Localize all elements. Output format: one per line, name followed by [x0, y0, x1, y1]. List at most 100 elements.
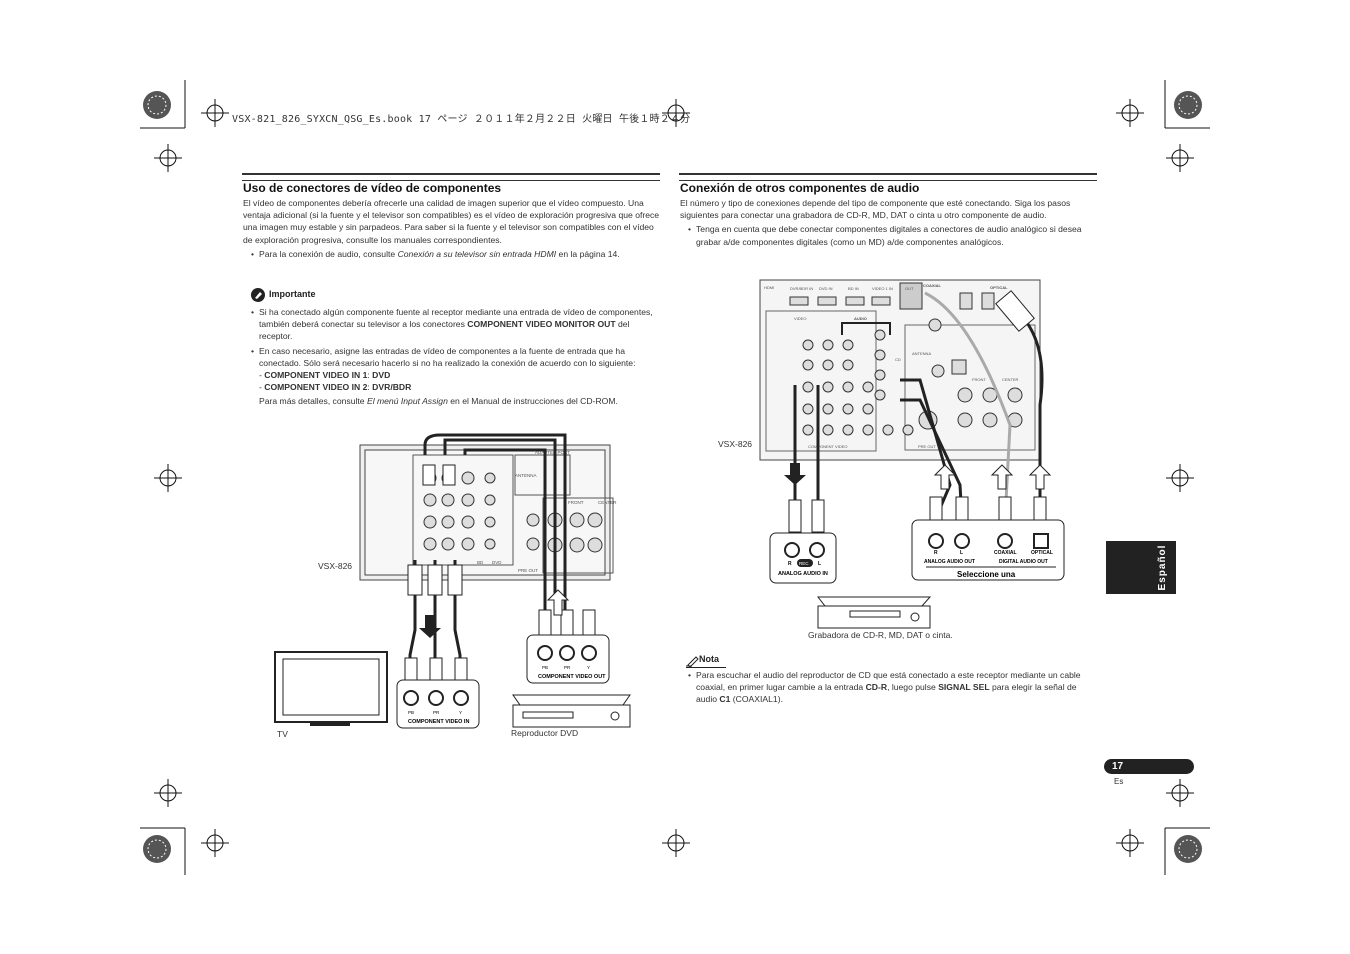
more-prefix: Para más detalles, consulte	[259, 396, 367, 407]
left-body: El vídeo de componentes debería ofrecerl…	[243, 197, 660, 260]
dvd-jack-title: COMPONENT VIDEO OUT	[538, 674, 606, 680]
analog-out-l: L	[960, 550, 963, 556]
dvd-player-illustration	[512, 694, 631, 728]
rec-badge: REC	[799, 561, 809, 566]
note-cd-r: CD-R	[865, 682, 888, 693]
audio-bullet: Para la conexión de audio, consulte Cone…	[243, 248, 660, 260]
in2-label: COMPONENT VIDEO IN 2	[264, 382, 368, 393]
analog-in-panel: R REC L ANALOG AUDIO IN	[769, 532, 837, 584]
tv-label: TV	[277, 729, 288, 739]
dvd-jack-panel: PB PR Y COMPONENT VIDEO OUT	[526, 634, 610, 684]
important-body: Si ha conectado algún componente fuente …	[243, 306, 660, 408]
note-item: Para escuchar el audio del reproductor d…	[680, 669, 1097, 706]
dvd-jack-pr: PR	[564, 665, 571, 670]
tv-jack-y: Y	[459, 710, 462, 715]
note-c1: C1	[719, 694, 731, 705]
in1-sep: :	[367, 370, 373, 381]
audio-bullet-suffix: en la página 14.	[556, 248, 620, 259]
analog-in-l: L	[818, 561, 821, 567]
antenna-label-right: ANTENNA	[912, 351, 931, 356]
page-number: 17	[1104, 759, 1194, 774]
section-rule-right	[679, 173, 1097, 181]
note-text-e: para elegir la señal de audio	[696, 682, 1077, 705]
analog-in-r: R	[788, 561, 792, 567]
component-video-diagram: ADAPTER PORT ANTENNA FRONT CENTER PRE OU…	[274, 433, 631, 729]
in1-value: DVD	[372, 370, 391, 381]
more-reference: El menú Input Assign	[366, 396, 448, 407]
hdmi-port-3: BD IN	[848, 286, 859, 291]
hdmi-port-2: DVD IN	[819, 286, 833, 291]
tv-illustration	[274, 651, 388, 726]
select-one-label: Seleccione una	[957, 570, 1016, 579]
note-icon	[686, 656, 699, 668]
language-code: Es	[1114, 777, 1124, 786]
note-signal-sel: SIGNAL SEL	[938, 682, 990, 693]
video-label: VIDEO	[794, 316, 806, 321]
audio-out-panel: R L COAXIAL OPTICAL ANALOG AUDIO OUT DIG…	[911, 519, 1065, 581]
important-item-1: Si ha conectado algún componente fuente …	[243, 306, 660, 343]
receiver-label-right: VSX-826	[718, 439, 753, 449]
hdmi-port-1: DVR/BDR IN	[790, 286, 813, 291]
imp1-bold: COMPONENT VIDEO MONITOR OUT	[467, 319, 616, 330]
dvd-jack-y: Y	[587, 665, 590, 670]
receiver-label-left: VSX-826	[318, 561, 353, 571]
component-video-label: COMPONENT VIDEO	[808, 444, 848, 449]
important-item-2: En caso necesario, asigne las entradas d…	[243, 345, 660, 369]
audio-components-diagram: HDMI DVR/BDR IN DVD IN BD IN VIDEO 1 IN …	[759, 279, 1065, 629]
tv-jack-pr: PR	[433, 710, 440, 715]
analog-out-r: R	[934, 550, 938, 556]
more-details: Para más detalles, consulte El menú Inpu…	[243, 395, 660, 407]
digital-out-title: DIGITAL AUDIO OUT	[999, 559, 1048, 565]
pre-out-label-right: PRE OUT	[918, 444, 936, 449]
up-arrow-icon	[933, 464, 957, 490]
assign-dvr: - COMPONENT VIDEO IN 2: DVR/BDR	[243, 381, 660, 393]
note-text-g: (COAXIAL1).	[730, 694, 783, 705]
in2-value: DVR/BDR	[372, 382, 412, 393]
audio-bullet-reference: Conexión a su televisor sin entrada HDMI	[397, 248, 557, 259]
coaxial-label: COAXIAL	[994, 550, 1017, 556]
note-body: Para escuchar el audio del reproductor d…	[680, 669, 1097, 706]
hdmi-port-4: VIDEO 1 IN	[872, 286, 893, 291]
analog-in-title: ANALOG AUDIO IN	[778, 571, 828, 577]
assign-dvd: - COMPONENT VIDEO IN 1: DVD	[243, 369, 660, 381]
more-suffix: en el Manual de instrucciones del CD-ROM…	[447, 396, 618, 407]
right-bullet: Tenga en cuenta que debe conectar compon…	[680, 223, 1097, 247]
recorder-illustration	[816, 596, 932, 629]
important-label: Importante	[269, 289, 316, 299]
hdmi-port-5: OUT	[905, 286, 914, 291]
note-label: Nota	[699, 654, 719, 664]
coaxial-port-label: COAXIAL	[923, 283, 942, 288]
down-arrow-icon	[784, 463, 806, 485]
down-arrow-icon	[419, 615, 441, 638]
right-body: El número y tipo de conexiones depende d…	[680, 197, 1097, 248]
analog-out-title: ANALOG AUDIO OUT	[924, 559, 975, 565]
tv-jack-title: COMPONENT VIDEO IN	[408, 719, 469, 725]
center-label-right: CENTER	[1002, 377, 1019, 382]
dvd-player-label: Reproductor DVD	[511, 728, 579, 738]
antenna-label: ANTENNA	[515, 473, 537, 478]
note-rule	[686, 667, 726, 668]
in2-sep: :	[367, 382, 373, 393]
receiver-panel-left	[359, 444, 611, 581]
dash: -	[259, 382, 265, 393]
dash: -	[259, 370, 265, 381]
recorder-label: Grabadora de CD-R, MD, DAT o cinta.	[808, 630, 953, 640]
optical-port-label: OPTICAL	[990, 285, 1008, 290]
in1-label: COMPONENT VIDEO IN 1	[264, 370, 368, 381]
left-intro: El vídeo de componentes debería ofrecerl…	[243, 198, 660, 245]
tv-jack-panel: PB PR Y COMPONENT VIDEO IN	[396, 679, 480, 729]
up-arrow-icon	[1028, 464, 1052, 490]
center-label: CENTER	[598, 500, 617, 505]
audio-label: AUDIO	[854, 316, 867, 321]
imp1-end: del receptor.	[259, 319, 630, 342]
section-title-left: Uso de conectores de vídeo de componente…	[243, 181, 502, 195]
optical-label: OPTICAL	[1031, 550, 1053, 556]
imp1-text: Si ha conectado algún componente fuente …	[259, 307, 653, 330]
note-text-a: Para escuchar el audio del reproductor d…	[696, 670, 1081, 693]
up-arrow-icon	[546, 589, 570, 616]
right-intro: El número y tipo de conexiones depende d…	[680, 198, 1071, 221]
language-tab: Español	[1106, 541, 1176, 594]
front-label-right: FRONT	[972, 377, 986, 382]
tv-jack-pb: PB	[408, 710, 414, 715]
